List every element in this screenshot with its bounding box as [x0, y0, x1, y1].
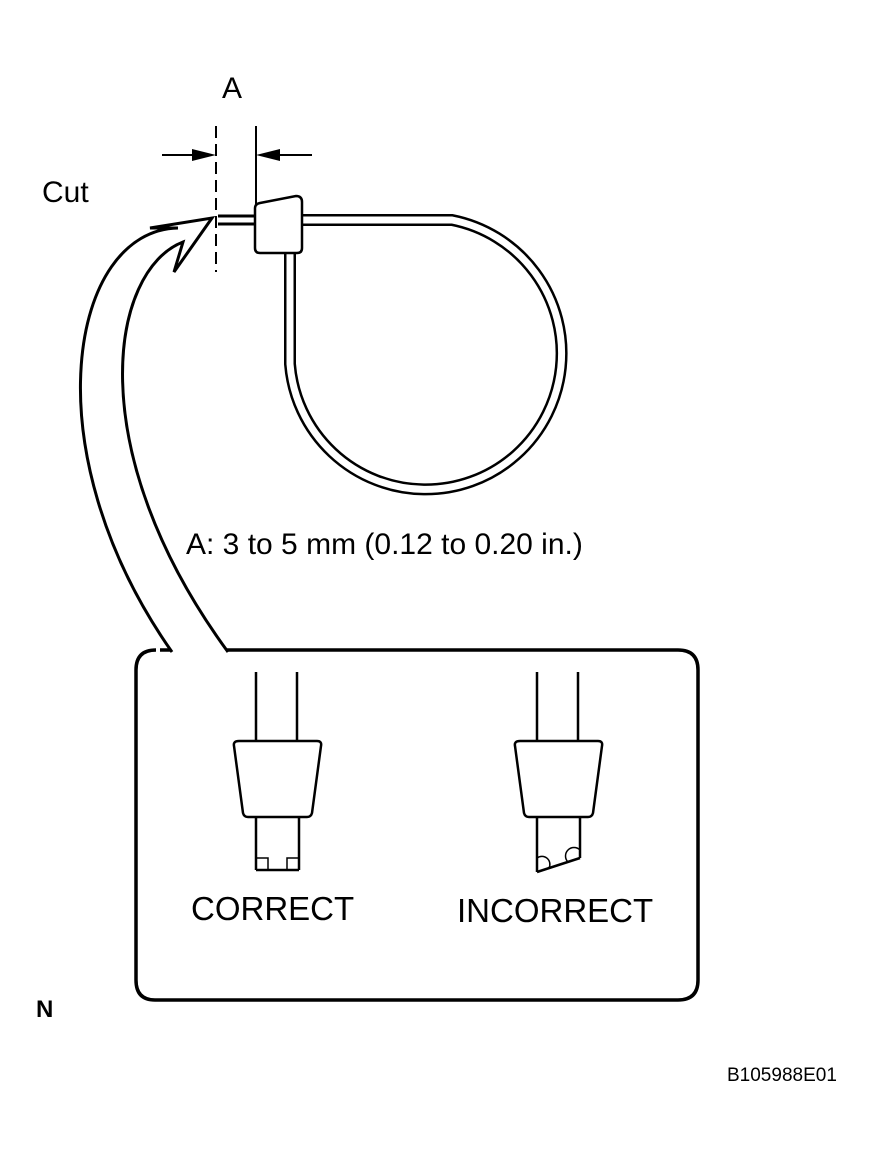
- dimension-letter-label: A: [222, 72, 243, 105]
- cable-tie-head: [253, 194, 304, 255]
- correct-label: CORRECT: [191, 890, 355, 927]
- cut-label: Cut: [42, 176, 89, 209]
- incorrect-illustration: [513, 672, 604, 874]
- correct-illustration: [232, 672, 323, 872]
- cable-tie-strap: [218, 214, 568, 496]
- curved-arrow: [79, 215, 230, 653]
- detail-box: [134, 648, 700, 1002]
- dimension-right-arrowhead: [256, 149, 280, 161]
- corner-mark: N: [36, 996, 54, 1023]
- incorrect-label: INCORRECT: [457, 892, 654, 929]
- dimension-left-arrowhead: [192, 149, 216, 161]
- figure-id: B105988E01: [727, 1065, 837, 1086]
- dimension-spec-text: A: 3 to 5 mm (0.12 to 0.20 in.): [186, 528, 583, 561]
- dimension-a: [162, 126, 312, 272]
